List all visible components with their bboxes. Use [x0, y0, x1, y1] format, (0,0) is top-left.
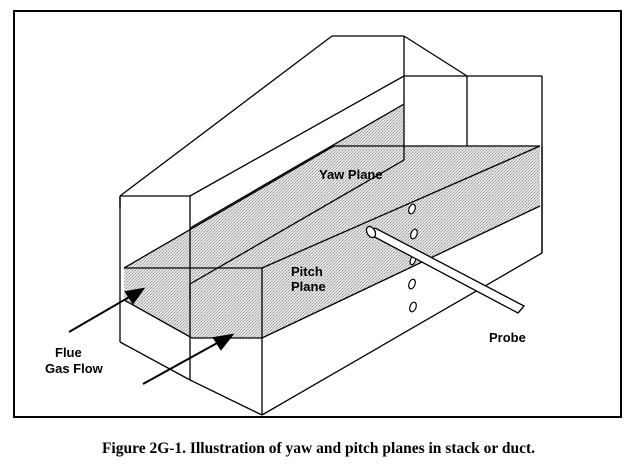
pitch-plane-label-line2: Plane: [291, 279, 326, 294]
probe-label: Probe: [489, 330, 526, 345]
arrow-head-upper: [124, 287, 146, 305]
figure-caption: Figure 2G-1. Illustration of yaw and pit…: [101, 440, 536, 457]
port-3: [408, 278, 416, 290]
pitch-plane-label: Pitch Plane: [291, 264, 326, 294]
yaw-plane-label: Yaw Plane: [319, 167, 383, 182]
pitch-plane-label-line1: Pitch: [291, 264, 323, 279]
port-4: [409, 301, 417, 313]
flow-label-line2: Gas Flow: [45, 361, 103, 376]
probe: [365, 225, 526, 314]
port-1: [408, 203, 416, 215]
flue-gas-flow-label: Flue Gas Flow: [45, 345, 103, 377]
port-2: [410, 228, 418, 240]
pitch-plane-front-face: [124, 268, 262, 338]
pitch-plane-top: [124, 146, 540, 268]
flow-arrows: [68, 287, 235, 385]
flow-label-line1: Flue: [55, 345, 82, 360]
arrow-head-lower: [212, 333, 235, 351]
duct-box-outline: [119, 35, 543, 416]
